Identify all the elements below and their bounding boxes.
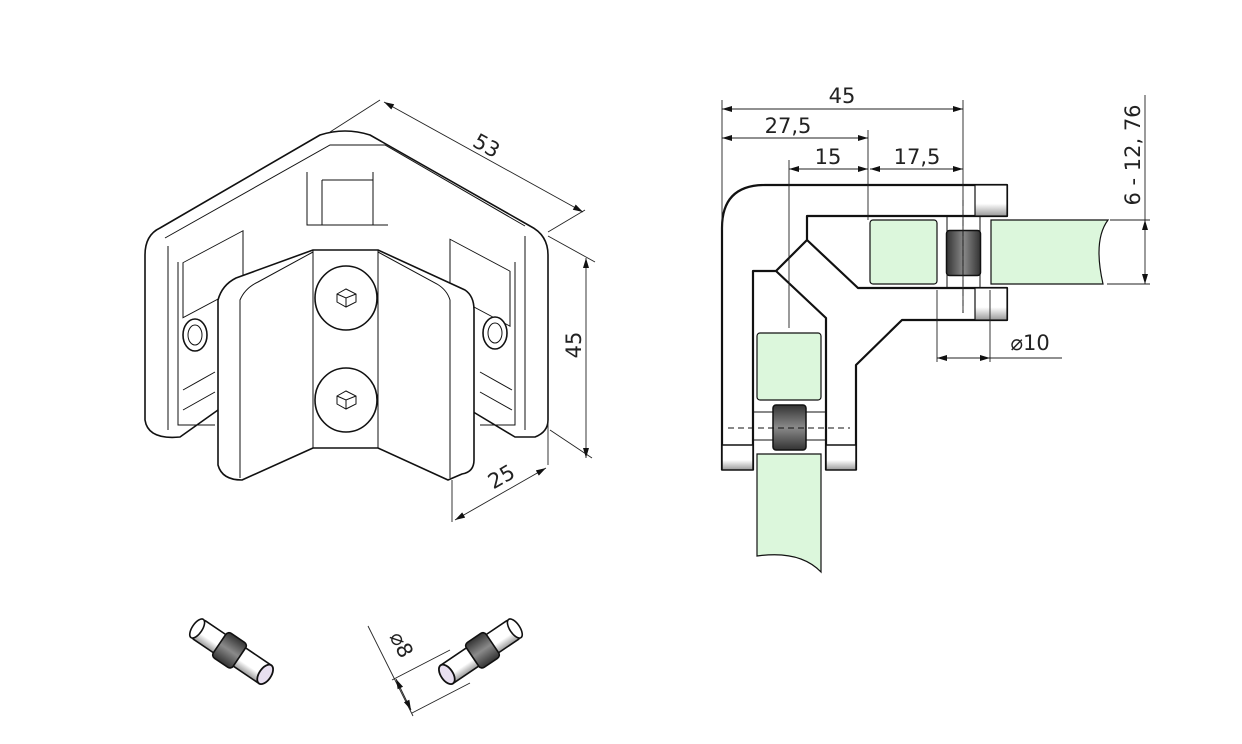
glass-panel-right-inner bbox=[869, 219, 938, 285]
clamp-outline bbox=[720, 183, 1009, 470]
dim-glass-thickness-label: 6 - 12, 76 bbox=[1121, 104, 1145, 205]
pin-diameter-label: ⌀8 bbox=[385, 628, 418, 662]
glass-panel-bottom bbox=[756, 453, 822, 574]
pin-right bbox=[438, 618, 524, 685]
dim-width-label: 53 bbox=[469, 129, 504, 163]
dim-27-5-label: 27,5 bbox=[765, 114, 812, 138]
dim-height-label: 45 bbox=[562, 332, 586, 359]
screw-bottom bbox=[314, 367, 378, 433]
screw-top bbox=[314, 265, 378, 331]
pin-end-face bbox=[256, 663, 274, 685]
pin-end-face bbox=[438, 663, 456, 685]
dim-pin-diameter-label: ⌀10 bbox=[1010, 331, 1049, 355]
dim-depth-label: 25 bbox=[484, 460, 519, 494]
front-clamp bbox=[217, 249, 475, 481]
dim-17-5-label: 17,5 bbox=[894, 145, 941, 169]
roller-right bbox=[482, 316, 508, 350]
glass-panel-right bbox=[990, 219, 1110, 285]
pin-left bbox=[188, 618, 274, 685]
roller-left bbox=[182, 318, 208, 352]
isometric-view: 53 45 25 bbox=[144, 99, 596, 522]
dim-total-label: 45 bbox=[829, 84, 856, 108]
glass-panel-bottom-inner bbox=[756, 332, 822, 401]
top-view: 45 27,5 15 17,5 6 - 12, 76 ⌀10 bbox=[720, 84, 1150, 574]
dim-15-label: 15 bbox=[815, 145, 842, 169]
